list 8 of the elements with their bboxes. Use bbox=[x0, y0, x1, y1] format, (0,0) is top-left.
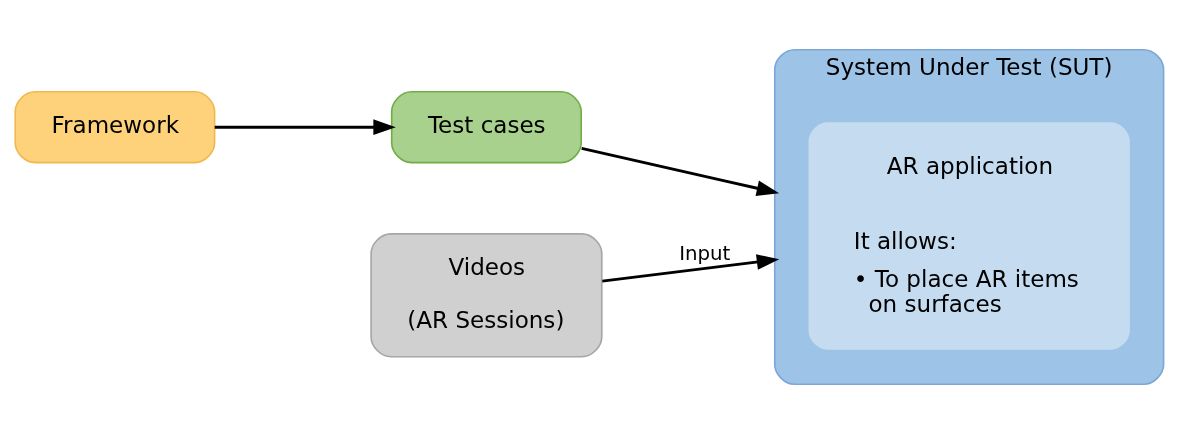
arrow bbox=[581, 146, 780, 196]
node-box: AR application It allows: • To place AR items on surfaces bbox=[806, 120, 1132, 351]
node-box: Test cases bbox=[390, 90, 582, 163]
node-box: Framework bbox=[14, 90, 216, 163]
arrow bbox=[602, 253, 780, 283]
arrow bbox=[214, 118, 396, 135]
edge-label: Input bbox=[679, 241, 731, 265]
node-box: Videos (AR Sessions) bbox=[370, 232, 603, 358]
